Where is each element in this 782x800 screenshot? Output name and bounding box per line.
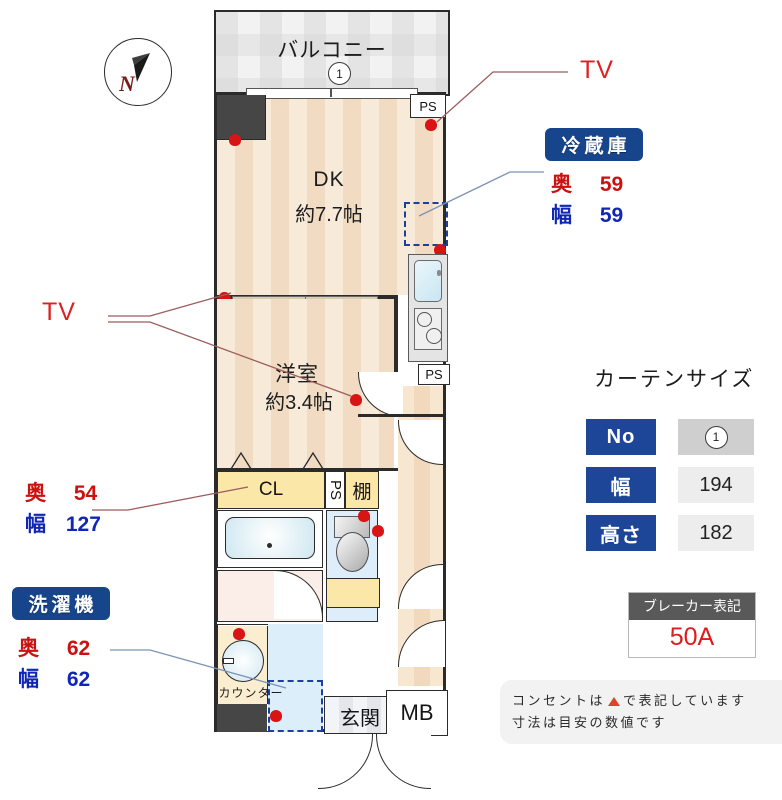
closet-cl: CL xyxy=(217,471,325,509)
lower-dark-block xyxy=(217,704,267,732)
note-dimension-line: 寸法は目安の数値です xyxy=(512,715,668,730)
floor-plan: バルコニー 1 PS DK 約7.7帖 PS 洋室 約3.4帖 xyxy=(212,8,450,789)
closet-width-row: 幅 127 xyxy=(25,508,101,538)
counter-label: カウンター xyxy=(218,686,284,700)
washer-dashed-outline xyxy=(268,680,323,732)
compass-north-label: N xyxy=(119,71,135,96)
note-outlet-suffix: で表記しています xyxy=(623,693,747,708)
mb-door-arc[interactable] xyxy=(376,734,431,789)
washer-depth-label: 奥 xyxy=(18,637,39,660)
curtain-key-no: No xyxy=(586,419,656,455)
closet-top-wall xyxy=(217,468,398,471)
washbasin-faucet xyxy=(223,658,234,664)
tv-label-left: TV xyxy=(42,298,76,326)
closet-depth-row: 奥 54 xyxy=(25,477,97,507)
fridge-depth-row: 奥 59 xyxy=(551,168,623,198)
closet-width-label: 幅 xyxy=(25,513,46,536)
toilet-bowl xyxy=(336,532,369,572)
refrigerator-space xyxy=(404,202,448,246)
fridge-width-label: 幅 xyxy=(551,204,572,227)
fridge-tag: 冷蔵庫 xyxy=(545,128,643,161)
closet-width-value: 127 xyxy=(65,513,101,536)
footer-notes: コンセントは で表記しています 寸法は目安の数値です xyxy=(500,680,782,744)
room-label-bedroom: 洋室 xyxy=(275,363,319,386)
fridge-depth-value: 59 xyxy=(599,173,624,196)
entrance-tiles xyxy=(324,696,398,734)
washer-tag: 洗濯機 xyxy=(12,587,110,620)
ps-box-mid: PS xyxy=(418,364,450,385)
washer-width-row: 幅 62 xyxy=(18,663,90,693)
outlet-triangle-icon xyxy=(608,697,621,706)
room-label-dk: DK xyxy=(313,168,345,191)
curtain-no-circle: 1 xyxy=(704,425,728,449)
bathtub xyxy=(225,517,315,559)
meter-box-mb: MB xyxy=(386,690,448,736)
stove-burner-1 xyxy=(417,312,432,327)
entrance-label: 玄関 xyxy=(340,707,380,730)
stove-burner-2 xyxy=(426,328,442,344)
toilet-shelf xyxy=(326,578,380,608)
curtain-key-height: 高さ xyxy=(586,515,656,551)
fridge-width-value: 59 xyxy=(599,204,624,227)
bathtub-drain xyxy=(267,543,272,548)
entrance-door-arc[interactable] xyxy=(318,734,373,789)
kitchen-faucet xyxy=(437,270,441,276)
balcony-sliding-door[interactable] xyxy=(246,88,418,99)
fridge-depth-label: 奥 xyxy=(551,173,572,196)
curtain-val-height: 182 xyxy=(678,515,754,551)
outlet-washer xyxy=(270,710,282,722)
washer-width-label: 幅 xyxy=(18,668,39,691)
closet-depth-label: 奥 xyxy=(25,482,46,505)
fridge-width-row: 幅 59 xyxy=(551,199,623,229)
washer-width-value: 62 xyxy=(66,668,91,691)
shelf-tana: 棚 xyxy=(345,471,379,509)
breaker-box: ブレーカー表記 50A xyxy=(628,592,756,658)
balcony-area: バルコニー 1 xyxy=(214,10,450,96)
outlet-bedroom-door xyxy=(350,394,362,406)
tv-label-right: TV xyxy=(580,56,614,84)
note-outlet-line: コンセントは で表記しています xyxy=(512,690,780,712)
compass-rose: N xyxy=(104,38,172,106)
breaker-title: ブレーカー表記 xyxy=(629,593,755,620)
closet-depth-value: 54 xyxy=(73,482,98,505)
balcony-label: バルコニー xyxy=(277,39,387,62)
washer-depth-row: 奥 62 xyxy=(18,632,90,662)
outlet-dk-right-top xyxy=(425,119,437,131)
room-size-bedroom: 約3.4帖 xyxy=(265,392,333,414)
ps-box-top: PS xyxy=(410,94,446,118)
window-marker-1: 1 xyxy=(328,62,351,85)
dk-storage-block xyxy=(217,95,266,140)
curtain-size-title: カーテンサイズ xyxy=(594,368,755,391)
kitchen-sink xyxy=(414,260,442,302)
room-size-dk: 約7.7帖 xyxy=(295,204,363,226)
outlet-kitchen xyxy=(434,244,446,256)
outlet-toilet-2 xyxy=(372,525,384,537)
balcony-sliding-door-center xyxy=(330,88,332,97)
outlet-dk-left-top xyxy=(229,134,241,146)
outlet-washroom xyxy=(233,628,245,640)
breaker-value: 50A xyxy=(669,623,715,651)
outlet-toilet-1 xyxy=(358,510,370,522)
note-outlet-prefix: コンセントは xyxy=(512,693,606,708)
hall-wall-seg1 xyxy=(358,414,446,417)
ps-box-small: PS xyxy=(325,471,345,509)
curtain-val-no: 1 xyxy=(678,419,754,455)
curtain-val-width: 194 xyxy=(678,467,754,503)
curtain-key-width: 幅 xyxy=(586,467,656,503)
washer-depth-value: 62 xyxy=(66,637,91,660)
closet-door-markers xyxy=(230,451,324,470)
bedroom-right-wall xyxy=(394,295,398,415)
